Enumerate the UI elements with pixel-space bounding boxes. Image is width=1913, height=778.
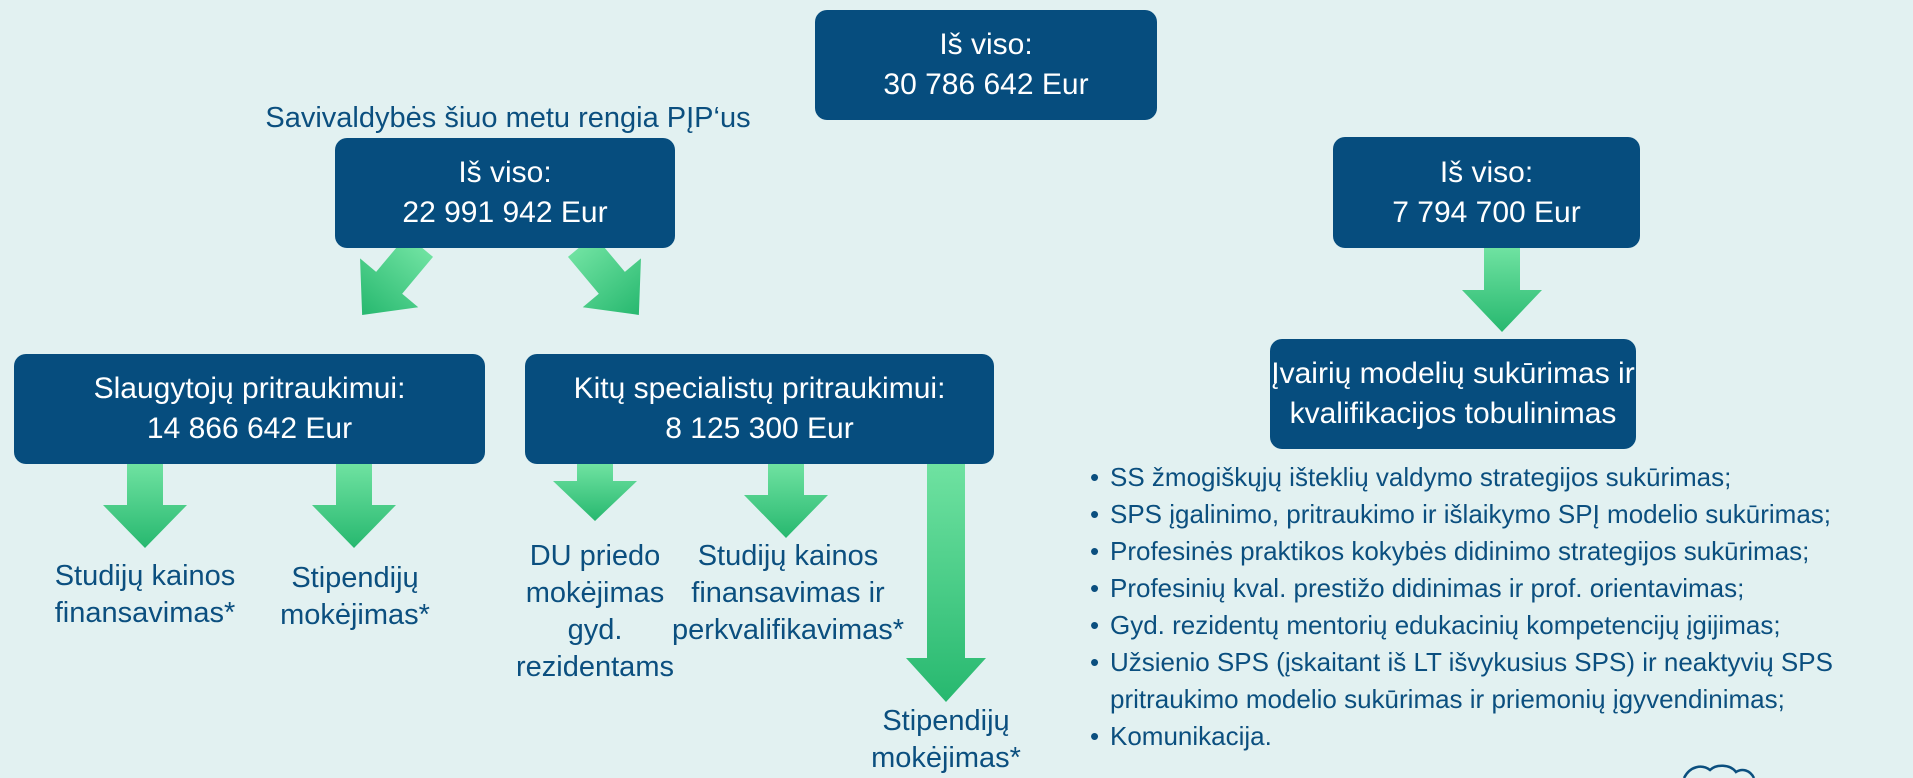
- left-total-amount: 22 991 942 Eur: [402, 196, 608, 229]
- arrow-to-spec-scholarship: [906, 464, 986, 702]
- top-total-label: Iš viso:: [939, 28, 1033, 61]
- arrow-to-models: [1462, 248, 1542, 332]
- list-item: Komunikacija.: [1090, 718, 1833, 755]
- right-total-label: Iš viso:: [1439, 155, 1534, 189]
- nurses-box-label: Slaugytojų pritraukimui:: [93, 372, 406, 405]
- specialists-box-label: Kitų specialistų pritraukimui:: [573, 372, 946, 405]
- list-item: SS žmogiškųjų išteklių valdymo strategij…: [1090, 459, 1833, 496]
- list-item: Užsienio SPS (įskaitant iš LT išvykusius…: [1090, 644, 1833, 681]
- right-total-box: Iš viso: 7 794 700 Eur: [1333, 137, 1640, 248]
- list-item: SPS įgalinimo, pritraukimo ir išlaikymo …: [1090, 496, 1833, 533]
- top-total-amount: 30 786 642 Eur: [883, 68, 1089, 101]
- nurses-box-amount: 14 866 642 Eur: [146, 412, 353, 445]
- left-total-box: Iš viso: 22 991 942 Eur: [335, 138, 675, 248]
- list-item: Gyd. rezidentų mentorių edukacinių kompe…: [1090, 607, 1833, 644]
- spec-scholarship-label: Stipendijų mokėjimas*: [871, 705, 1021, 774]
- models-box-line1: Įvairių modelių sukūrimas ir: [1271, 357, 1635, 390]
- activities-list: SS žmogiškųjų išteklių valdymo strategij…: [1090, 459, 1833, 755]
- list-item: Profesinės praktikos kokybės didinimo st…: [1090, 533, 1833, 570]
- list-item-continuation: pritraukimo modelio sukūrimas ir priemon…: [1110, 684, 1785, 714]
- nurses-scholarship-label: Stipendijų mokėjimas*: [280, 562, 430, 631]
- arrow-to-nurses-study: [103, 464, 187, 548]
- logo-icon: [1682, 764, 1756, 778]
- list-item: Profesinių kval. prestižo didinimas ir p…: [1090, 570, 1833, 607]
- spec-study-label: Studijų kainos finansavimas ir perkvalif…: [671, 540, 905, 646]
- models-box: Įvairių modelių sukūrimas ir kvalifikaci…: [1270, 339, 1636, 449]
- arrow-to-spec-study: [744, 464, 828, 538]
- left-total-label: Iš viso:: [458, 156, 552, 189]
- du-bonus-label: DU priedo mokėjimas gyd. rezidentams: [516, 540, 674, 683]
- specialists-box: Kitų specialistų pritraukimui: 8 125 300…: [525, 354, 994, 464]
- models-box-line2: kvalifikacijos tobulinimas: [1289, 397, 1617, 430]
- right-total-amount: 7 794 700 Eur: [1392, 195, 1581, 229]
- top-total-box: Iš viso: 30 786 642 Eur: [815, 10, 1157, 120]
- arrow-to-nurses: [360, 235, 434, 315]
- municipalities-note: Savivaldybės šiuo metu rengia PĮP‘us: [265, 102, 751, 134]
- nurses-study-label: Studijų kainos finansavimas*: [54, 560, 236, 629]
- nurses-box: Slaugytojų pritraukimui: 14 866 642 Eur: [14, 354, 485, 464]
- arrow-to-specialists: [567, 235, 641, 315]
- specialists-box-amount: 8 125 300 Eur: [665, 412, 854, 445]
- arrow-to-nurses-scholarship: [312, 464, 396, 548]
- arrow-to-du-bonus: [553, 464, 637, 521]
